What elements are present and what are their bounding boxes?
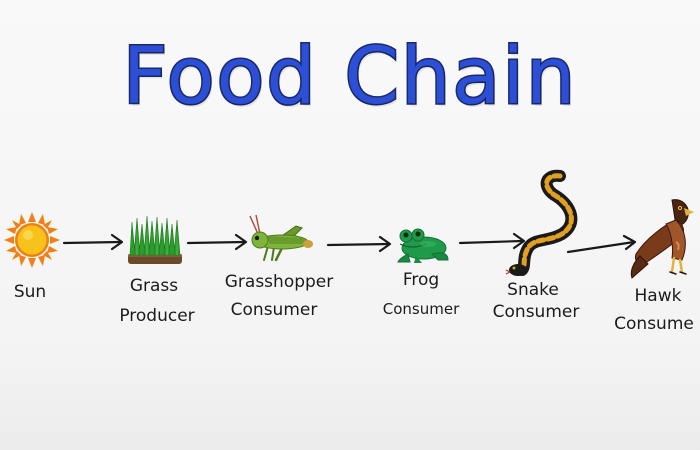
arrow-frog-to-snake: [458, 232, 526, 250]
node-label-frog: Frog: [402, 270, 440, 290]
snake-icon: [505, 169, 578, 276]
node-role-grass: Producer: [119, 306, 195, 326]
node-role-frog: Consumer: [382, 300, 460, 318]
node-label-grass: Grass: [129, 276, 179, 296]
node-label-grasshopper: Grasshopper: [224, 272, 334, 292]
grasshopper-icon: [249, 214, 313, 262]
node-role-snake: Consumer: [492, 302, 580, 322]
node-role-hawk: Consume: [614, 314, 694, 334]
arrow-grass-to-grasshopper: [186, 233, 248, 251]
node-role-grasshopper: Consumer: [230, 300, 318, 320]
board-shadow: [0, 360, 700, 450]
node-label-snake: Snake: [507, 280, 559, 300]
sun-icon: [4, 212, 60, 268]
grass-icon: [128, 215, 182, 264]
page-title: Food Chain: [121, 31, 578, 124]
arrow-sun-to-grass: [62, 233, 124, 251]
node-label-sun: Sun: [13, 282, 47, 302]
node-label-hawk: Hawk: [634, 286, 682, 306]
frog-icon: [397, 228, 449, 263]
arrow-grasshopper-to-frog: [326, 235, 392, 253]
hawk-icon: [630, 199, 694, 279]
arrow-snake-to-hawk: [566, 234, 637, 254]
